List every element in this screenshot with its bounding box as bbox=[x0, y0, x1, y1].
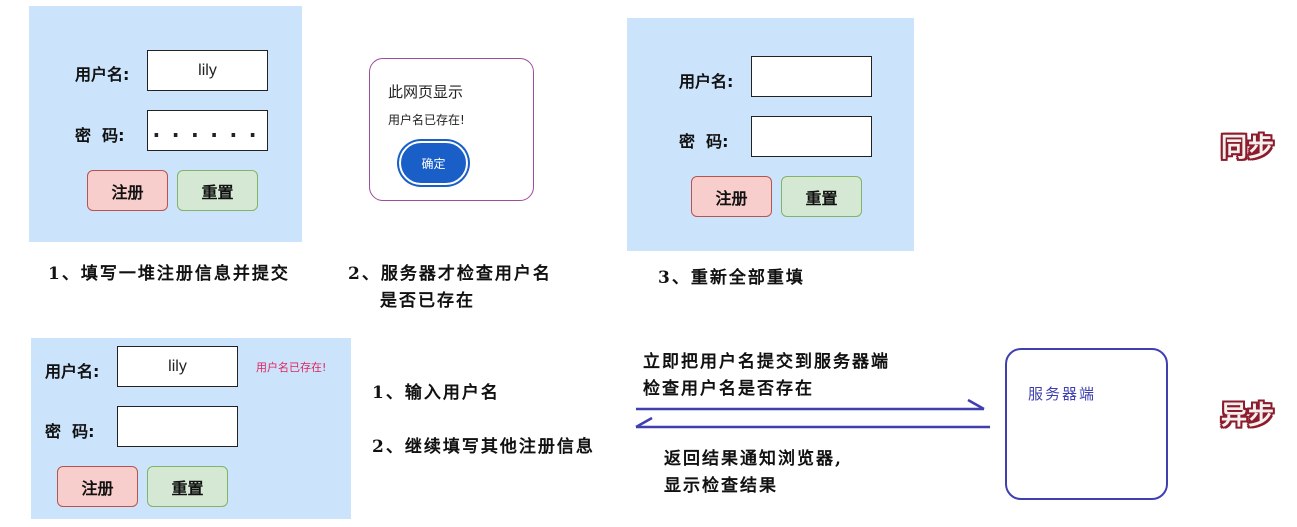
username-input[interactable]: lily bbox=[117, 346, 238, 387]
server-box: 服务器端 bbox=[1005, 348, 1168, 500]
register-button[interactable]: 注册 bbox=[691, 176, 772, 217]
password-input[interactable] bbox=[117, 406, 238, 447]
register-button[interactable]: 注册 bbox=[87, 170, 168, 211]
sync-form-panel-filled: 用户名: lily 密 码: ...... 注册 重置 bbox=[29, 6, 302, 242]
dialog-ok-label: 确定 bbox=[421, 156, 446, 171]
username-error-message: 用户名已存在! bbox=[256, 361, 327, 374]
alert-dialog: 此网页显示 用户名已存在! 确定 bbox=[369, 58, 534, 201]
reset-button[interactable]: 重置 bbox=[781, 176, 862, 217]
response-arrow-label-line2: 显示检查结果 bbox=[664, 476, 778, 496]
async-label: 异步 bbox=[1221, 401, 1276, 431]
username-input[interactable]: lily bbox=[147, 50, 268, 91]
reset-button[interactable]: 重置 bbox=[147, 466, 228, 507]
password-label: 密 码: bbox=[45, 422, 95, 441]
dialog-title: 此网页显示 bbox=[388, 83, 464, 101]
async-step1-caption: 1、输入用户名 bbox=[372, 383, 500, 403]
step3-caption: 3、重新全部重填 bbox=[658, 268, 805, 288]
response-arrow-label-line1: 返回结果通知浏览器, bbox=[664, 449, 843, 469]
username-label: 用户名: bbox=[679, 72, 734, 91]
dialog-message: 用户名已存在! bbox=[388, 113, 465, 127]
password-input[interactable] bbox=[751, 116, 872, 157]
password-input[interactable]: ...... bbox=[147, 110, 268, 151]
dialog-ok-button[interactable]: 确定 bbox=[399, 141, 468, 185]
step1-caption: 1、填写一堆注册信息并提交 bbox=[48, 264, 290, 284]
response-arrow bbox=[635, 416, 990, 429]
reset-button[interactable]: 重置 bbox=[177, 170, 258, 211]
username-label: 用户名: bbox=[45, 362, 100, 381]
sync-form-panel-cleared: 用户名: 密 码: 注册 重置 bbox=[627, 18, 914, 251]
request-arrow-label-line1: 立即把用户名提交到服务器端 bbox=[643, 352, 890, 372]
async-step2-caption: 2、继续填写其他注册信息 bbox=[372, 437, 595, 457]
username-label: 用户名: bbox=[75, 65, 130, 84]
username-input[interactable] bbox=[751, 56, 872, 97]
request-arrow-label-line2: 检查用户名是否存在 bbox=[643, 379, 814, 399]
password-label: 密 码: bbox=[679, 132, 729, 151]
server-label: 服务器端 bbox=[1028, 385, 1097, 403]
password-label: 密 码: bbox=[75, 126, 125, 145]
async-form-panel: 用户名: lily 用户名已存在! 密 码: 注册 重置 bbox=[31, 338, 351, 519]
register-button[interactable]: 注册 bbox=[57, 466, 138, 507]
request-arrow bbox=[636, 398, 985, 411]
sync-label: 同步 bbox=[1221, 133, 1276, 163]
step2-caption-line1: 2、服务器才检查用户名 bbox=[348, 264, 552, 284]
step2-caption-line2: 是否已存在 bbox=[380, 291, 475, 311]
